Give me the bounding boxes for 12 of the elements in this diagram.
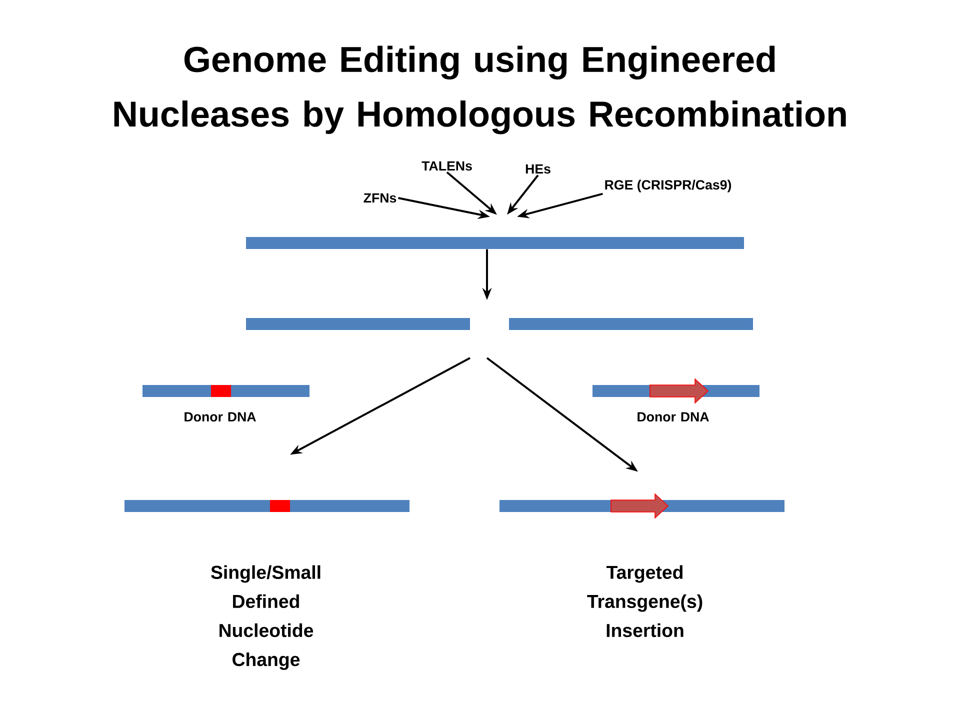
node-label: ZFNs	[364, 193, 396, 203]
node-label: TALENs	[422, 161, 472, 171]
node-label: HEs	[526, 164, 550, 174]
bar-caption: Single/Small Defined Nucleotide Change	[211, 565, 320, 670]
dna-bar	[246, 237, 744, 249]
dna-bar	[246, 318, 470, 330]
bar-caption: Donor DNA	[638, 412, 709, 422]
dna-bar	[509, 318, 753, 330]
bar-caption: Targeted Transgene(s) Insertion	[587, 565, 702, 638]
node-label: RGE (CRISPR/Cas9)	[605, 180, 732, 192]
title: Genome Editing using Engineered Nucleases by Homologous Recombination	[114, 46, 846, 134]
bar-caption: Donor DNA	[184, 412, 256, 422]
